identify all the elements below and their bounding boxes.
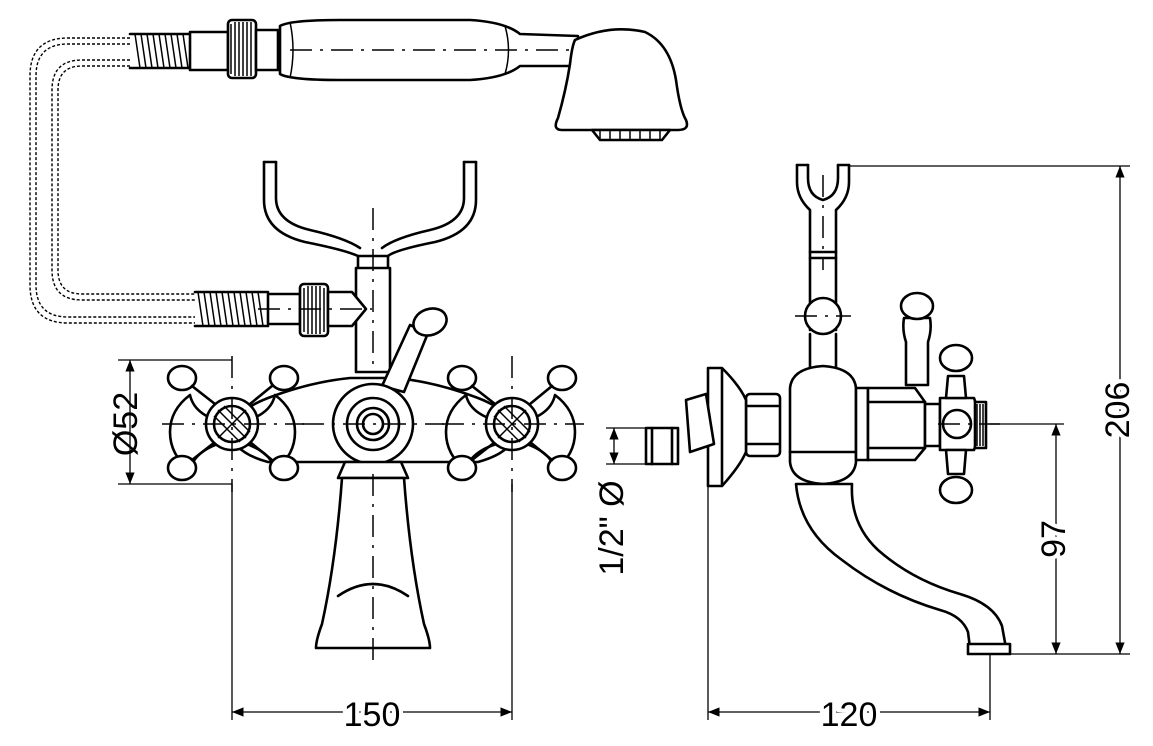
faucet-front-view [162, 160, 584, 668]
dim-label-center-distance: 150 [344, 696, 401, 734]
dim-label-flange-diameter: Ø52 [107, 392, 145, 456]
faucet-side-view [644, 163, 1012, 656]
dim-label-inlet-thread: 1/2" Ø [593, 480, 631, 575]
dimension-lines [118, 165, 1130, 720]
dim-label-total-height: 206 [1099, 382, 1137, 439]
dim-label-depth: 120 [821, 696, 878, 734]
dimension-labels: Ø52 150 120 1/2" Ø 97 206 [107, 378, 1141, 738]
left-cross-handle [162, 356, 304, 492]
shower-hose [29, 37, 195, 324]
hand-shower [128, 18, 689, 142]
right-cross-handle [442, 356, 584, 492]
dim-label-spout-height: 97 [1035, 520, 1073, 558]
